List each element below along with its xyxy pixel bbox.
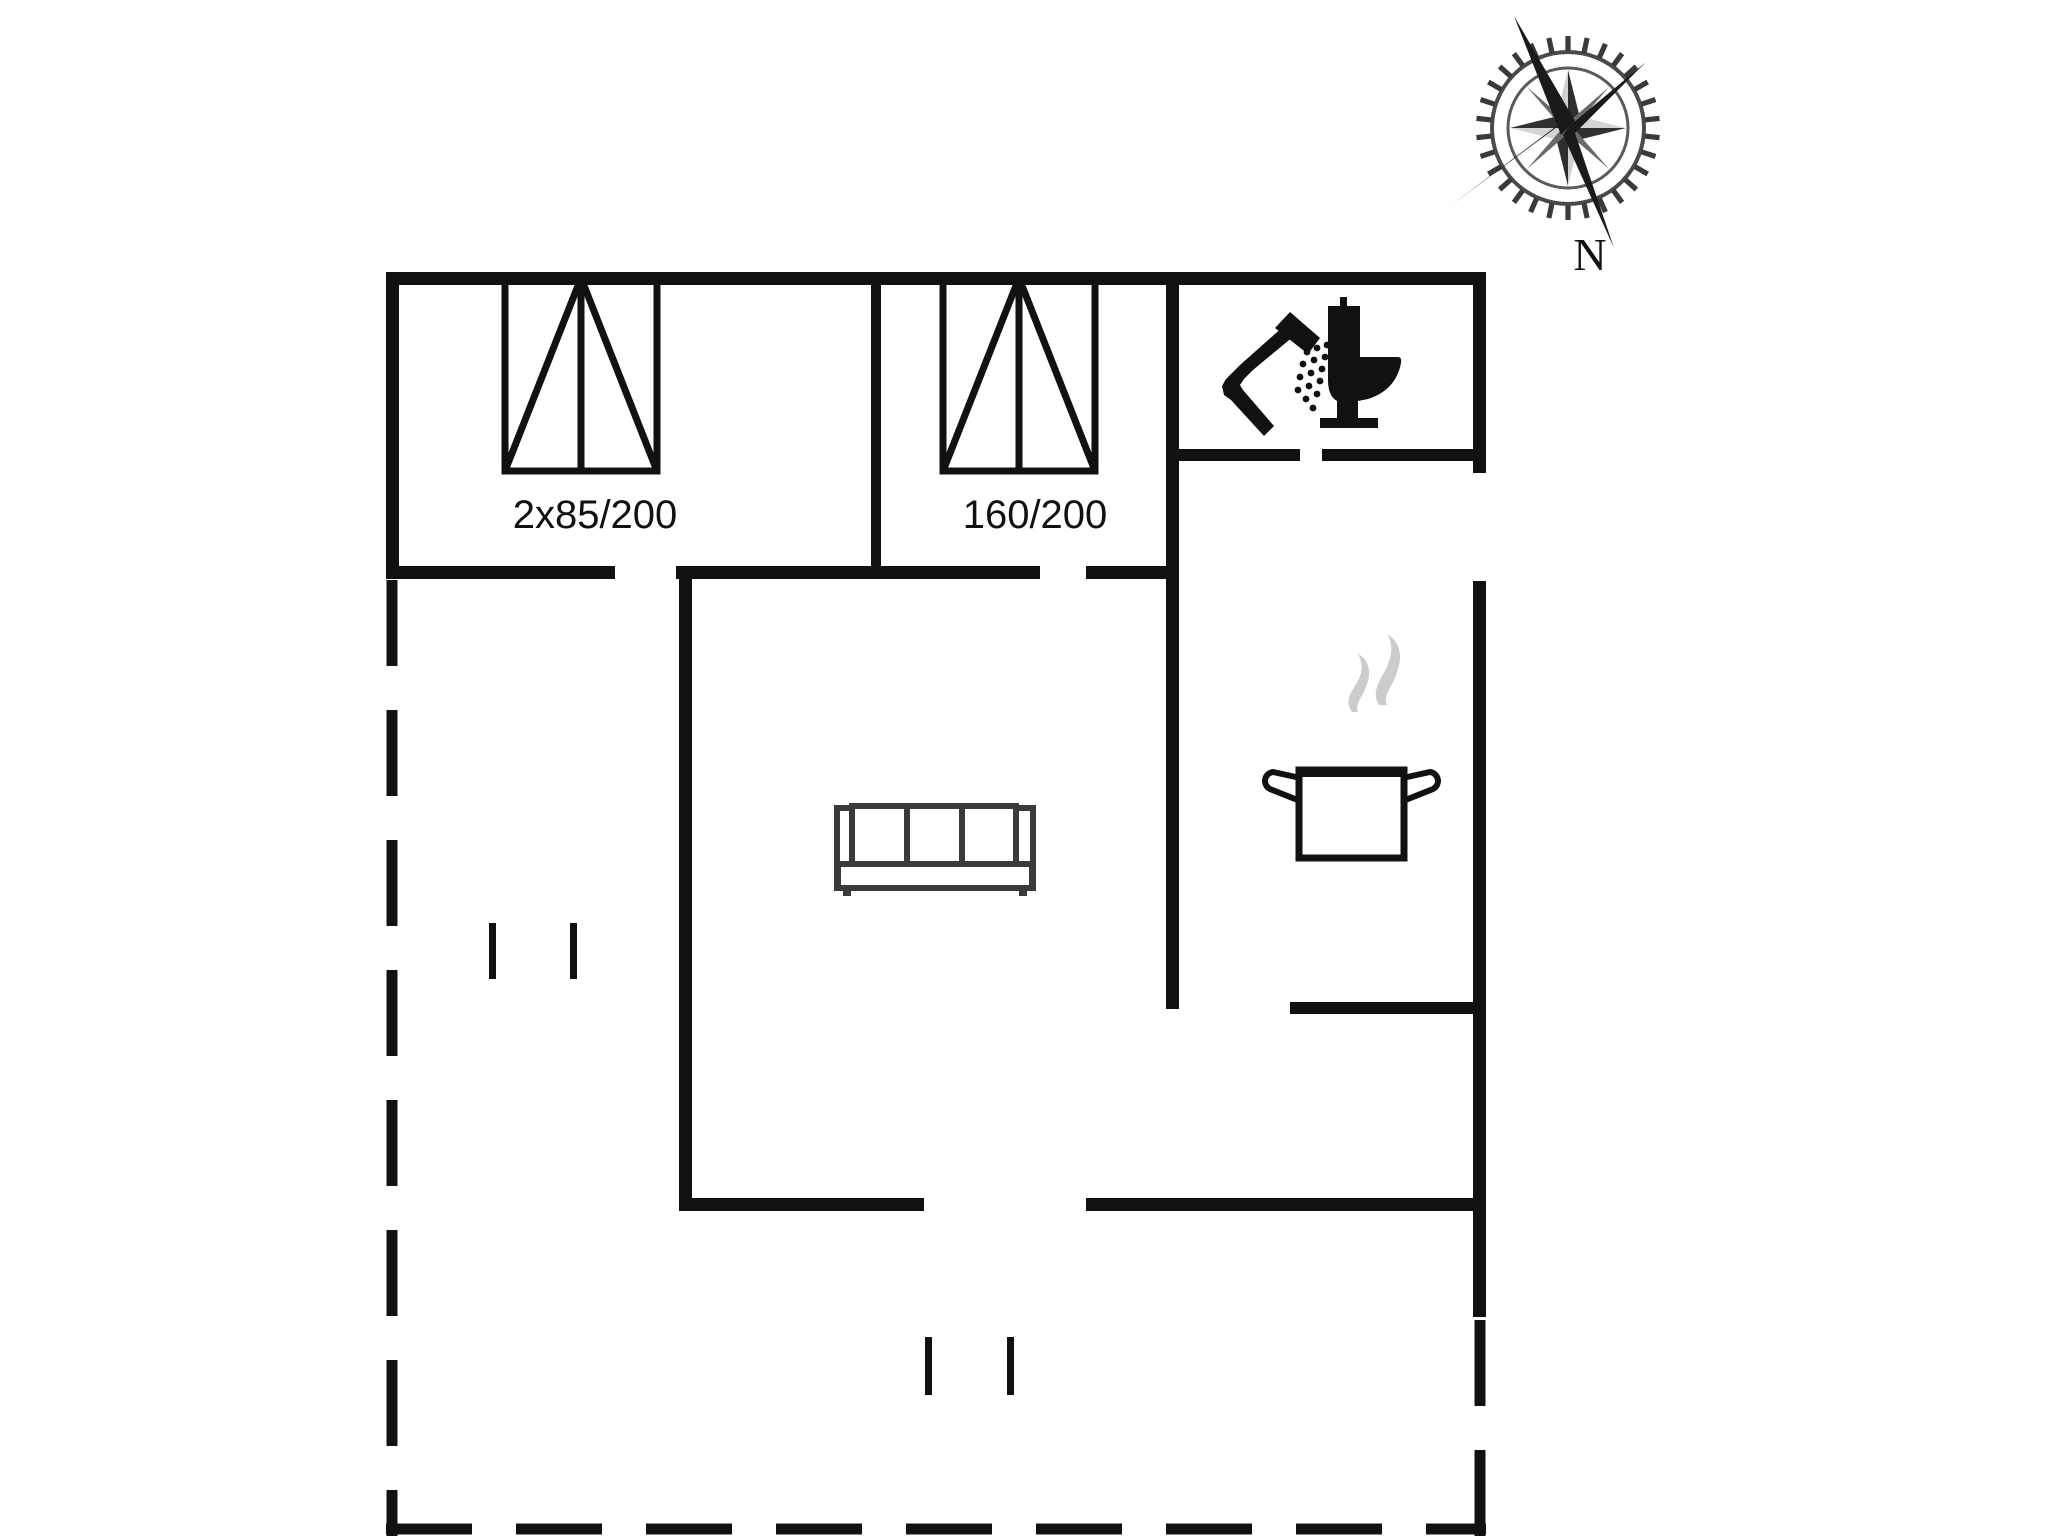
compass-needle xyxy=(1450,16,1646,248)
wall-exterior-right-mid xyxy=(1473,581,1486,1200)
wall-band-bottom-mid xyxy=(676,566,1040,579)
opening-tick-upper-b xyxy=(570,923,577,979)
sofa-backrest xyxy=(849,803,1019,867)
sofa-icon xyxy=(834,803,1036,896)
compass-ring xyxy=(1476,36,1660,220)
wall-bedroom-divider xyxy=(871,285,881,573)
wall-band-bottom-right xyxy=(1086,566,1176,579)
dimension-label-bed-right: 160/200 xyxy=(963,493,1108,537)
wall-exterior-right-low xyxy=(1473,1200,1486,1317)
toilet-icon xyxy=(1320,297,1402,428)
pot-handle-left xyxy=(1262,768,1308,808)
walls-dashed xyxy=(386,580,1486,1536)
bed-double-left xyxy=(501,274,661,475)
bed-left-diagonal-a xyxy=(501,276,585,473)
wall-living-bottom xyxy=(679,1198,924,1211)
wall-living-left xyxy=(679,570,692,1210)
sofa-seat-base xyxy=(835,861,1035,891)
compass-north-label: N xyxy=(1573,229,1606,280)
opening-tick-lower-b xyxy=(1007,1337,1014,1395)
walls-solid xyxy=(386,272,1486,1317)
sofa-leg-right xyxy=(1019,886,1027,896)
pot-steam xyxy=(1348,634,1401,712)
shower-droplets xyxy=(1294,341,1331,412)
pot-handle-right xyxy=(1395,768,1441,808)
compass-rose: N xyxy=(1450,16,1660,280)
cooking-pot-icon xyxy=(1262,634,1441,862)
pot-body xyxy=(1295,766,1408,862)
wall-bathroom-left xyxy=(1166,285,1179,1009)
sofa-leg-left xyxy=(843,886,851,896)
wall-exterior-right-top xyxy=(1473,272,1486,473)
wall-exterior-upper-left xyxy=(386,272,399,579)
wall-kitchen-top-right xyxy=(1290,1002,1486,1014)
dimension-label-bed-left: 2x85/200 xyxy=(513,493,678,537)
wall-exterior-top xyxy=(386,272,1486,285)
opening-tick-upper-a xyxy=(489,923,496,979)
bed-double-right xyxy=(939,274,1099,475)
shower-icon xyxy=(1222,312,1331,436)
bed-right-diagonal-b xyxy=(1015,276,1099,473)
pot-rim xyxy=(1296,768,1407,777)
wall-bathroom-bottom-right xyxy=(1322,449,1486,461)
bed-right-diagonal-a xyxy=(939,276,1023,473)
opening-ticks xyxy=(489,923,1014,1395)
compass-inner-star xyxy=(1510,70,1626,186)
wall-kitchen-bottom xyxy=(1086,1198,1486,1211)
bed-left-diagonal-b xyxy=(577,276,661,473)
wall-bathroom-bottom-left xyxy=(1166,449,1300,461)
wall-band-bottom-left xyxy=(386,566,615,579)
opening-tick-lower-a xyxy=(925,1337,932,1395)
